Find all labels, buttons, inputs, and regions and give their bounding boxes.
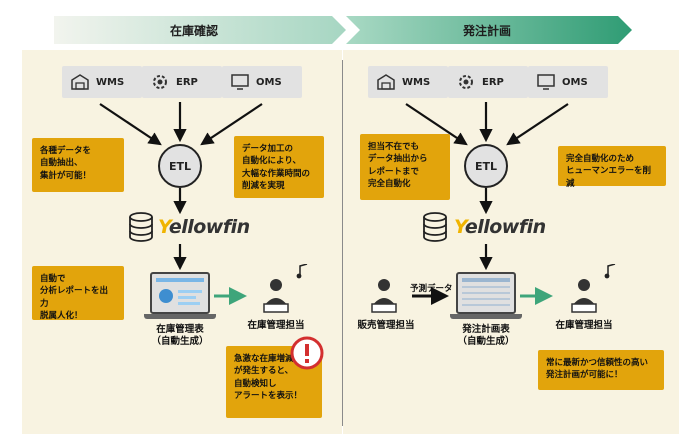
panel-divider — [342, 60, 343, 426]
music-note-icon — [604, 264, 616, 279]
source-label: WMS — [96, 76, 125, 88]
note-auto-extract: 各種データを 自動抽出、 集計が可能！ — [32, 138, 124, 192]
monitor-icon — [537, 74, 555, 90]
source-oms-left: OMS — [222, 66, 302, 98]
arrow-oms-etl-left — [200, 103, 263, 146]
sales-staff-label: 販売管理担当 — [357, 320, 415, 331]
note-report: 自動で 分析レポートを出力 脱属人化！ — [32, 266, 124, 321]
database-icon — [129, 212, 153, 242]
source-wms-right: WMS — [368, 66, 448, 98]
laptop-base — [450, 314, 522, 319]
source-label: WMS — [402, 76, 431, 88]
laptop-screen — [456, 272, 516, 314]
arrow-oms-etl-right — [506, 103, 569, 146]
logo-y: Y — [158, 216, 169, 238]
person-icon — [571, 279, 597, 313]
logo-y: Y — [454, 216, 465, 238]
warehouse-icon — [377, 74, 395, 90]
logo-rest: ellowfin — [464, 216, 546, 238]
table-thumb — [462, 278, 510, 306]
staff-label-right: 在庫管理担当 — [555, 320, 613, 331]
database-icon — [423, 212, 447, 242]
yellowfin-logo: Yellowfin — [454, 216, 546, 238]
laptop-icon — [144, 272, 216, 320]
logo-rest: ellowfin — [168, 216, 250, 238]
note-human-error: 完全自動化のため ヒューマンエラーを削減 — [558, 146, 666, 189]
staff-label-left: 在庫管理担当 — [247, 320, 305, 331]
dashboard-thumb — [156, 278, 204, 305]
warehouse-icon — [71, 74, 89, 90]
arrow-wms-etl-right — [405, 103, 468, 146]
arrow-wms-etl-left — [99, 103, 162, 146]
note-no-staff: 担当不在でも データ抽出から レポートまで 完全自動化 — [360, 134, 450, 200]
header-stock-check: 在庫確認 — [169, 23, 218, 38]
gear-icon — [153, 75, 167, 89]
laptop-base — [144, 314, 216, 319]
source-erp-left: ERP — [142, 66, 222, 98]
monitor-icon — [231, 74, 249, 90]
etl-node-right: ETL — [464, 144, 508, 188]
source-label: ERP — [482, 76, 504, 88]
gear-icon — [459, 75, 473, 89]
source-erp-right: ERP — [448, 66, 528, 98]
source-label: ERP — [176, 76, 198, 88]
source-oms-right: OMS — [528, 66, 608, 98]
person-icon — [263, 279, 289, 313]
note-alert: 急激な在庫増減 が発生すると、 自動検知し アラートを表示！ — [226, 346, 322, 418]
yellowfin-logo: Yellowfin — [158, 216, 250, 238]
stock-table-label: 在庫管理表 （自動生成） — [151, 324, 209, 348]
header-banner — [54, 16, 632, 44]
header-order-planning: 発注計画 — [462, 23, 511, 38]
note-reliable: 常に最新かつ信頼性の高い 発注計画が可能に！ — [538, 350, 664, 390]
laptop-icon — [450, 272, 522, 320]
music-note-icon — [296, 264, 308, 279]
etl-node-left: ETL — [158, 144, 202, 188]
source-label: OMS — [256, 76, 282, 88]
laptop-screen — [150, 272, 210, 314]
note-data-process: データ加工の 自動化により、 大幅な作業時間の 削減を実現 — [234, 136, 324, 198]
forecast-label: 予測データ — [410, 284, 453, 294]
person-icon — [371, 279, 397, 313]
alert-icon — [290, 336, 324, 370]
order-table-label: 発注計画表 （自動生成） — [457, 324, 515, 348]
source-label: OMS — [562, 76, 588, 88]
source-wms-left: WMS — [62, 66, 142, 98]
